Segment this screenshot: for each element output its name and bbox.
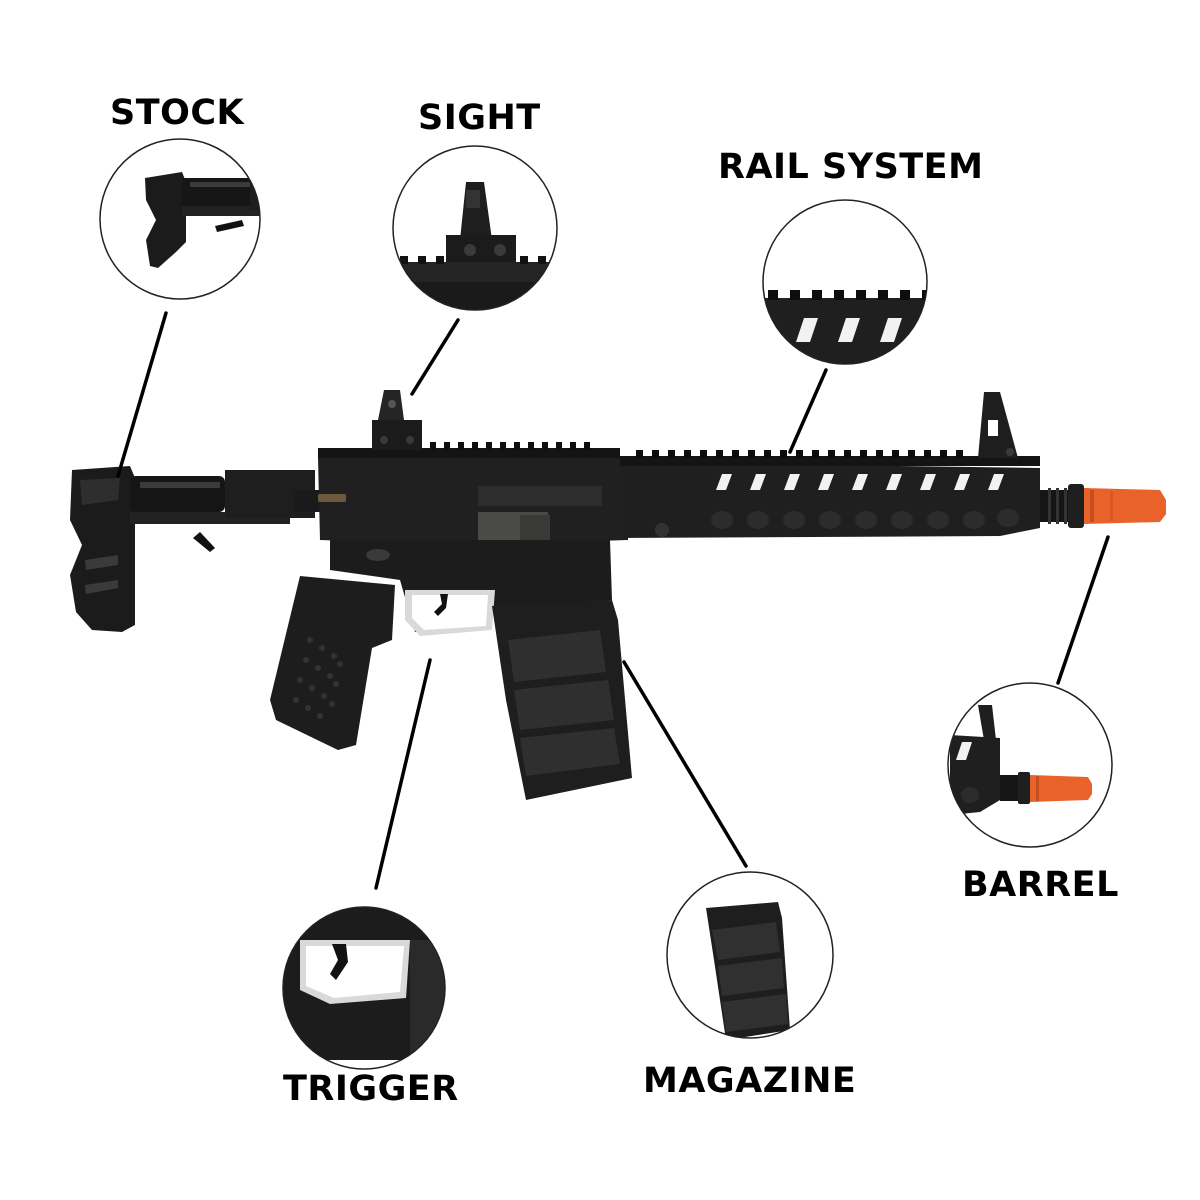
rail-slots	[716, 474, 1004, 490]
sight-callout-line	[412, 320, 458, 394]
front-sight	[978, 392, 1018, 458]
buffer-tube	[130, 476, 225, 512]
stock-detail-circle	[100, 139, 282, 299]
magazine-callout-line	[624, 662, 746, 866]
magazine-label: MAGAZINE	[643, 1064, 856, 1099]
trigger-callout-line	[376, 660, 430, 888]
barrel-label: BARREL	[962, 868, 1119, 903]
stock-label: STOCK	[110, 96, 244, 131]
rail-detail-circle	[760, 200, 940, 378]
rear-sight	[372, 390, 422, 450]
magazine-detail-circle	[667, 872, 833, 1040]
top-rail-teeth	[636, 450, 963, 458]
barrel-detail-circle	[948, 683, 1112, 847]
orange-barrel-tip	[1084, 488, 1166, 524]
pistol-grip	[270, 576, 395, 750]
trigger-label: TRIGGER	[283, 1072, 459, 1107]
barrel-shaft	[1040, 490, 1068, 522]
rail-lower-dimples	[711, 509, 1019, 529]
trigger-detail-circle	[283, 905, 460, 1069]
rail-callout-line	[790, 370, 826, 452]
stock-callout-line	[118, 313, 166, 476]
barrel-callout-line	[1058, 537, 1108, 683]
sight-label: SIGHT	[418, 101, 541, 136]
sight-detail-circle	[390, 146, 560, 322]
rail-system-label: RAIL SYSTEM	[718, 150, 983, 185]
